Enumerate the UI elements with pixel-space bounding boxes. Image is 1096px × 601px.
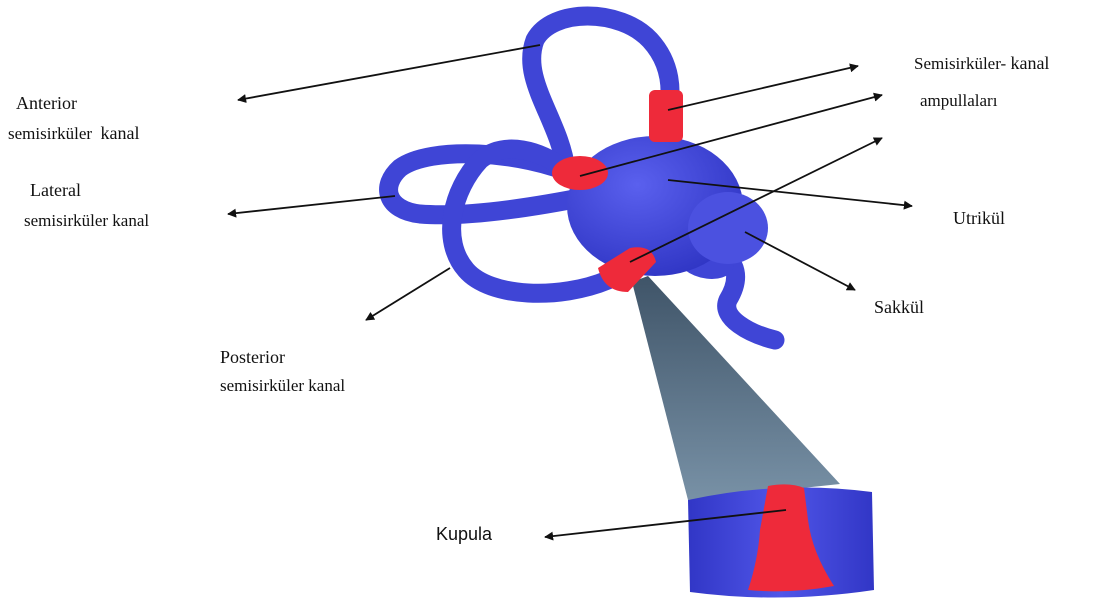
arrow-anterior	[238, 45, 540, 100]
ampulla-label-kanal: kanal	[1010, 53, 1049, 73]
posterior-label-line2: semisirküler kanal	[220, 377, 345, 394]
cupula-crosssection	[688, 484, 874, 597]
utricle-label: Utrikül	[953, 209, 1005, 227]
lateral-label-kanal: kanal	[112, 211, 149, 230]
posterior-label-line1: Posterior	[220, 348, 285, 366]
anterior-label-word: semisirküler	[8, 124, 92, 143]
arrow-ampulla-top	[668, 66, 858, 110]
posterior-label-word: semisirküler	[220, 376, 304, 395]
ampulla-label-line1: Semisirküler- kanal	[914, 54, 1049, 72]
cupula-label: Kupula	[436, 525, 492, 543]
arrow-lateral	[228, 196, 395, 214]
anterior-label-line2: semisirküler kanal	[8, 124, 140, 142]
anterior-label-kanal: kanal	[101, 123, 140, 143]
saccule-label: Sakkül	[874, 298, 924, 316]
arrow-ampulla-mid	[580, 95, 882, 176]
ampulla-lateral	[552, 156, 608, 190]
ampulla-anterior	[649, 90, 683, 142]
arrow-saccule	[745, 232, 855, 290]
anterior-label-line1: Anterior	[16, 94, 77, 112]
lateral-label-word: semisirküler	[24, 211, 108, 230]
lateral-label-line1: Lateral	[30, 181, 81, 199]
ampulla-label-line2: ampullaları	[920, 92, 997, 109]
lateral-label-line2: semisirküler kanal	[24, 212, 149, 229]
ampulla-label-word: Semisirküler-	[914, 54, 1006, 73]
arrow-posterior	[366, 268, 450, 320]
posterior-label-kanal: kanal	[308, 376, 345, 395]
